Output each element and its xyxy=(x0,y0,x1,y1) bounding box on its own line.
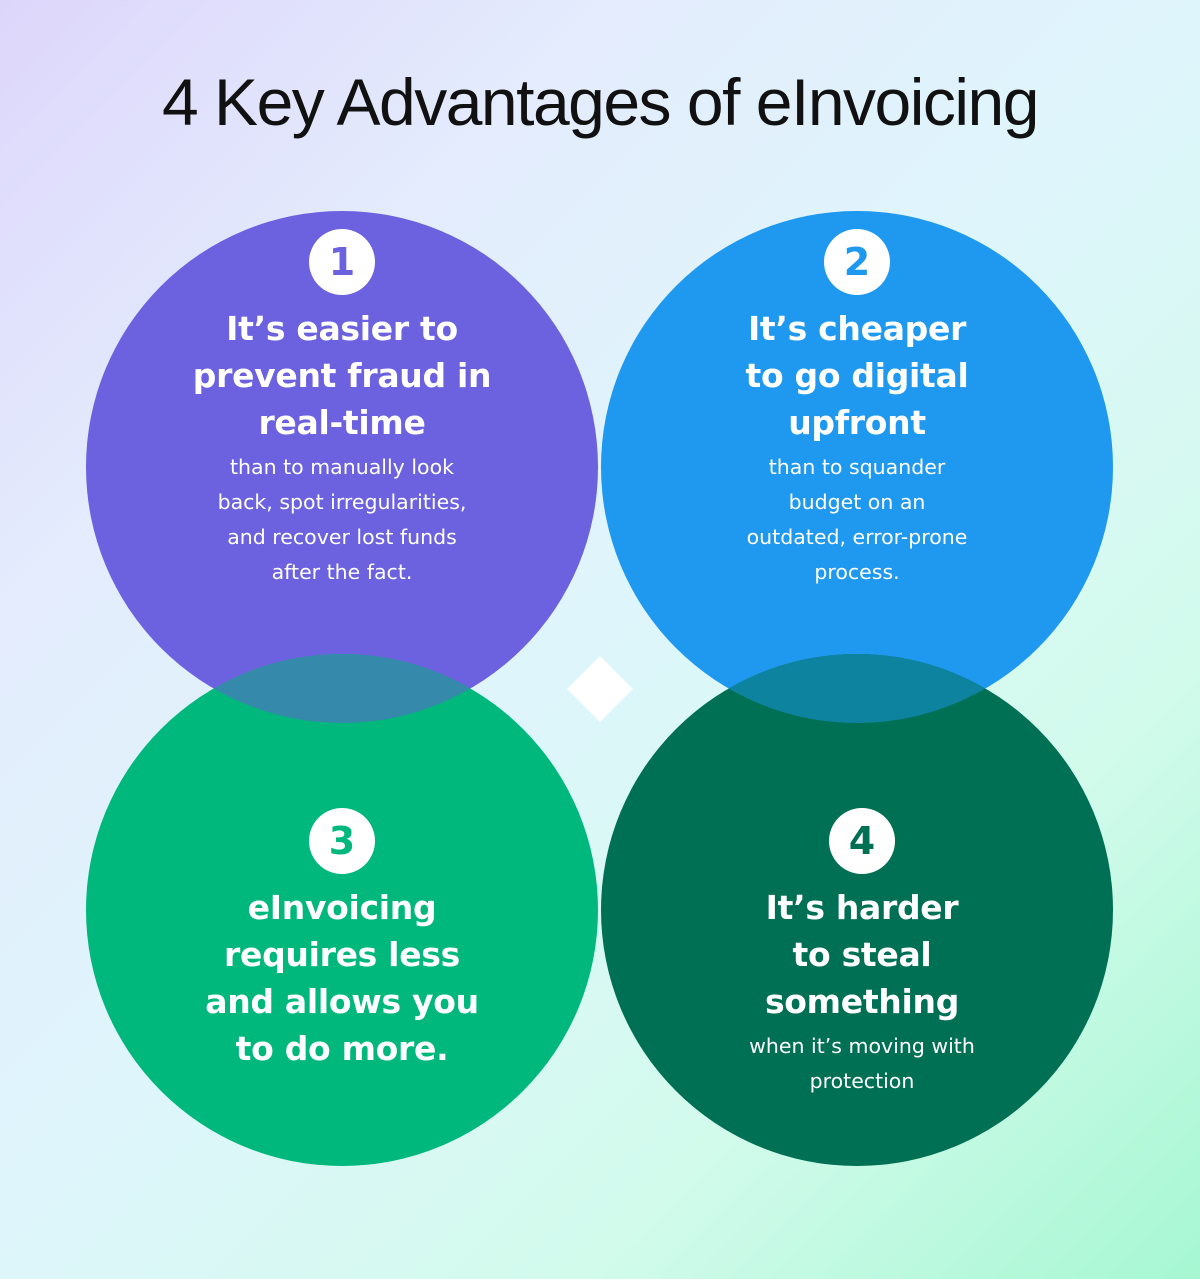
advantage-1-body: than to manually look back, spot irregul… xyxy=(217,455,467,584)
advantage-4: 4 It’s harder to steal something when it… xyxy=(692,808,1032,1099)
advantage-3-headline: eInvoicing requires less and allows you … xyxy=(205,888,479,1068)
advantage-1: 1 It’s easier to prevent fraud in real-t… xyxy=(172,229,512,590)
advantage-2-headline: It’s cheaper to go digital upfront xyxy=(745,309,969,442)
circle-1 xyxy=(86,211,598,723)
number-badge-1: 1 xyxy=(309,229,375,295)
center-diamond xyxy=(567,656,633,722)
advantage-1-headline: It’s easier to prevent fraud in real-tim… xyxy=(192,309,492,442)
advantage-4-headline: It’s harder to steal something xyxy=(764,888,960,1021)
circle-4 xyxy=(601,654,1113,1166)
number-badge-3: 3 xyxy=(309,808,375,874)
advantage-4-body: when it’s moving with protection xyxy=(749,1034,975,1093)
advantage-2: 2 It’s cheaper to go digital upfront tha… xyxy=(687,229,1027,590)
page-title: 4 Key Advantages of eInvoicing xyxy=(162,65,1039,139)
advantage-2-body: than to squander budget on an outdated, … xyxy=(746,455,968,584)
circle-2 xyxy=(601,211,1113,723)
number-badge-4: 4 xyxy=(829,808,895,874)
advantage-3: 3 eInvoicing requires less and allows yo… xyxy=(172,808,512,1072)
number-badge-2: 2 xyxy=(824,229,890,295)
circle-3 xyxy=(86,654,598,1166)
